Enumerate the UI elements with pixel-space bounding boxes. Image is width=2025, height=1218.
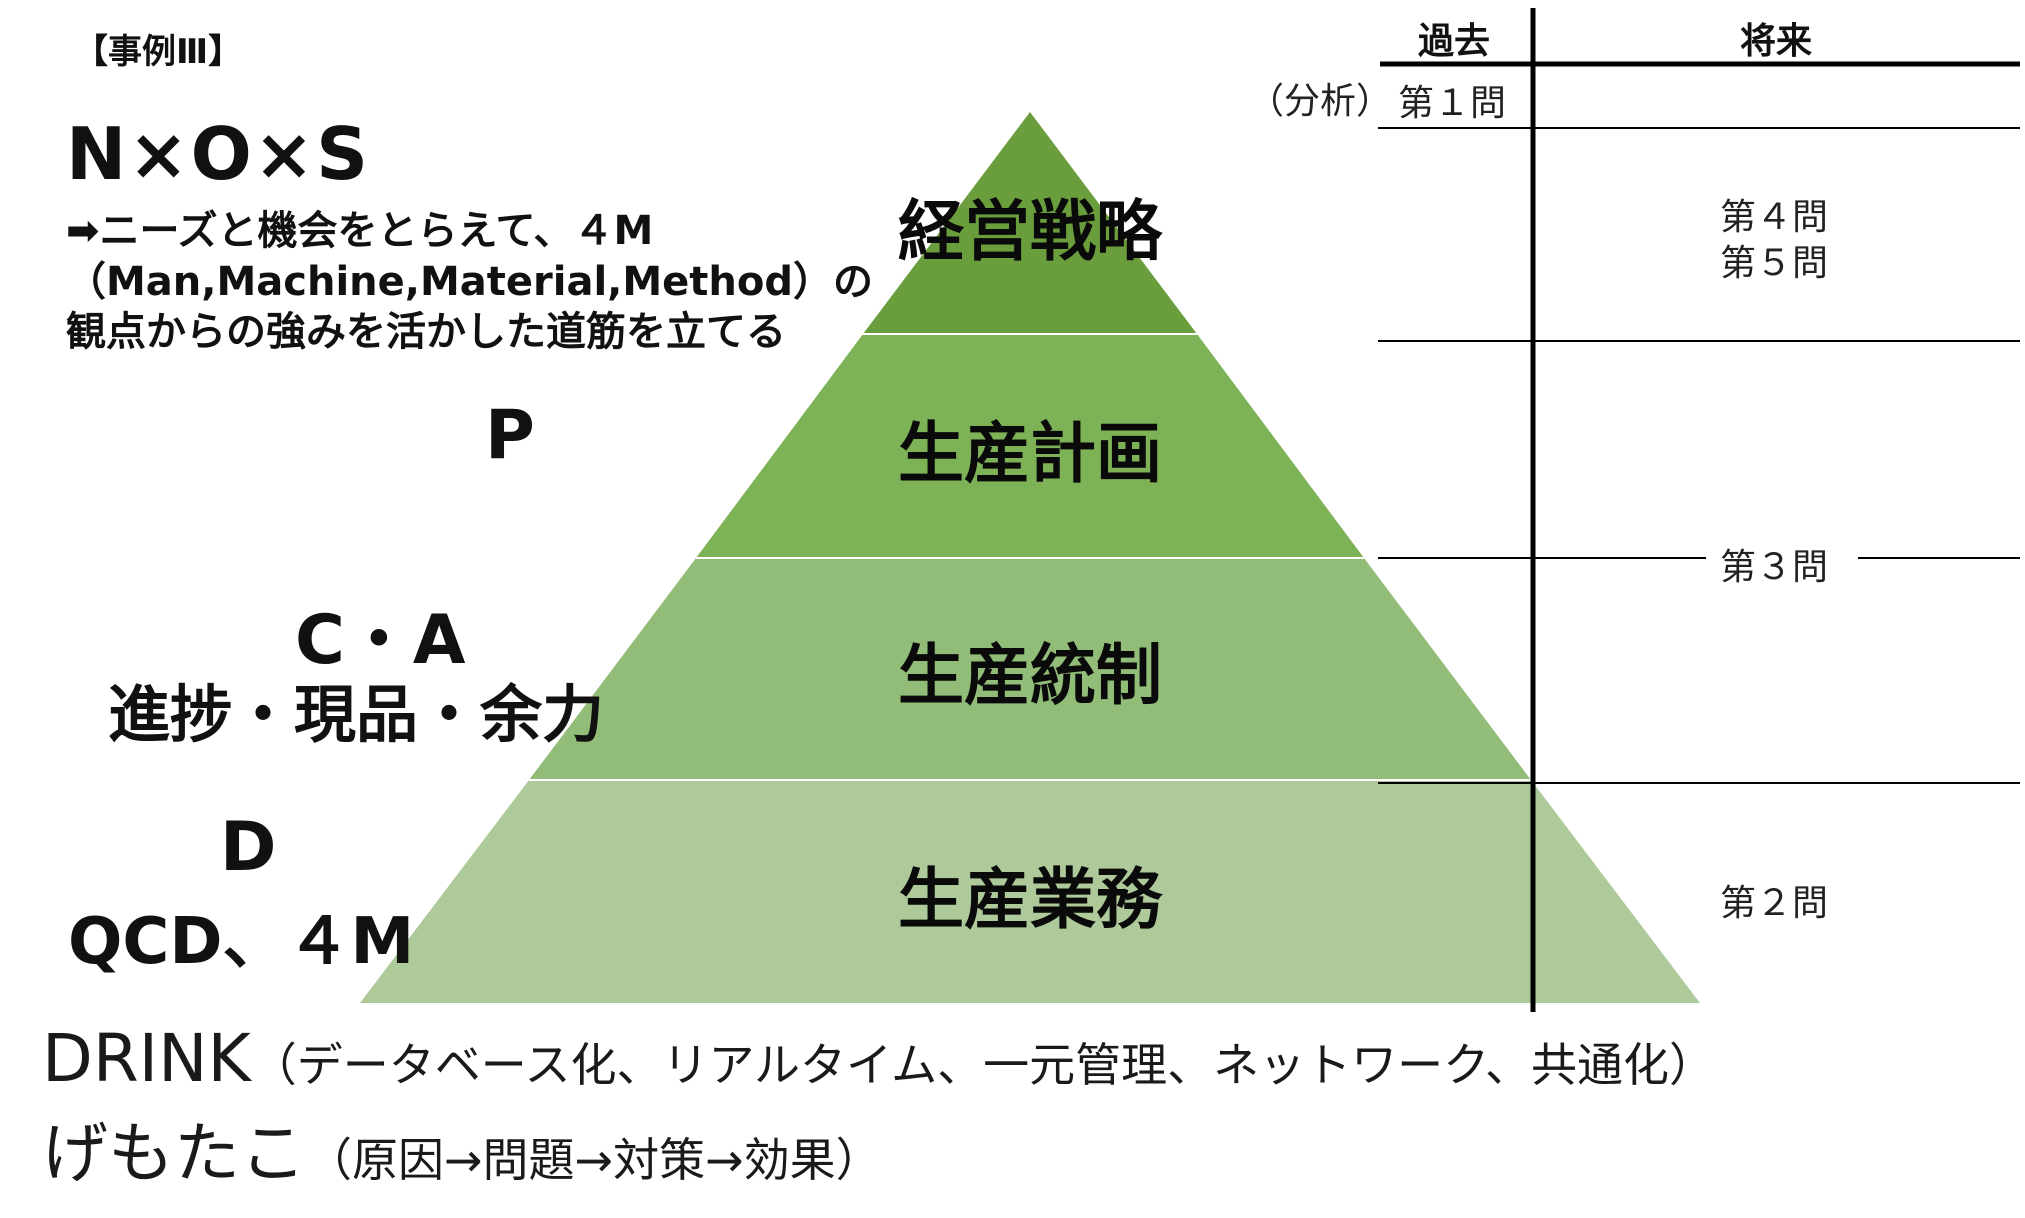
case-tag: 【事例Ⅲ】	[74, 32, 243, 72]
question-3: 第３問	[1720, 547, 1829, 588]
pyramid-layer-strategy	[863, 112, 1197, 334]
question-1: 第１問	[1398, 83, 1507, 124]
layer-label-strategy: 経営戦略	[898, 193, 1162, 270]
gemotako-line: げもたこ（原因→問題→対策→効果）	[42, 1100, 882, 1196]
layer-label-control: 生産統制	[898, 637, 1162, 714]
nos-line-3: 観点からの強みを活かした道筋を立てる	[66, 309, 786, 355]
gemotako-detail: （原因→問題→対策→効果）	[306, 1133, 882, 1187]
question-4: 第４問	[1720, 197, 1829, 238]
do-label: D	[220, 808, 277, 887]
analysis-label: （分析）	[1248, 81, 1393, 122]
drink-heading: DRINK	[42, 1020, 251, 1097]
future-header: 将来	[1740, 21, 1813, 62]
nos-line-2: （Man,Machine,Material,Method）の	[66, 259, 873, 305]
question-5: 第５問	[1720, 243, 1829, 284]
gemotako-heading: げもたこ	[42, 1115, 306, 1192]
drink-detail: （データベース化、リアルタイム、一元管理、ネットワーク、共通化）	[250, 1038, 1715, 1092]
check-act-label: C・A	[295, 601, 466, 680]
plan-label: P	[485, 396, 535, 475]
pyramid-layer-operations	[360, 780, 1700, 1003]
pyramid-layer-control	[529, 558, 1531, 780]
drink-line: DRINK（データベース化、リアルタイム、一元管理、ネットワーク、共通化）	[42, 1020, 1715, 1097]
layer-label-operations: 生産業務	[898, 861, 1162, 938]
pyramid-layer-planning	[696, 334, 1364, 558]
do-subtitle: QCD、４M	[68, 905, 415, 979]
question-2: 第２問	[1720, 883, 1829, 924]
check-act-subtitle: 進捗・現品・余力	[108, 678, 605, 751]
nos-line-1: ➡ニーズと機会をとらえて、４M	[66, 208, 654, 254]
past-header: 過去	[1418, 21, 1491, 62]
nos-title: N×O×S	[66, 112, 370, 196]
layer-label-planning: 生産計画	[898, 415, 1162, 492]
